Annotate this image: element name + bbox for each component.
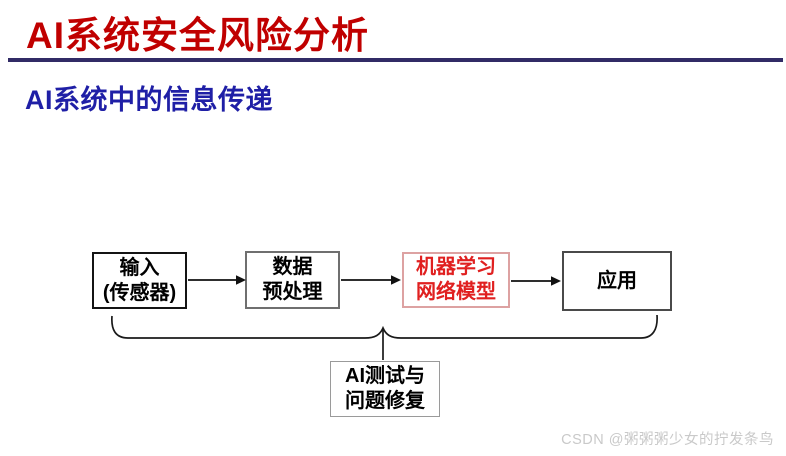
flow-box-label: 应用 (597, 269, 637, 292)
flow-box-label: 预处理 (262, 281, 323, 303)
watermark: CSDN @粥粥粥少女的拧发条鸟 (561, 432, 774, 448)
flow-arrow-2 (341, 275, 401, 285)
flow-box-application: 应用 (562, 251, 672, 311)
arrowhead-icon (391, 275, 401, 285)
flow-box-label: 网络模型 (416, 281, 496, 303)
flow-arrow-3 (511, 276, 561, 286)
arrowhead-icon (551, 276, 561, 286)
ai-test-repair-box: AI测试与 问题修复 (330, 361, 440, 417)
ai-test-repair-label: AI测试与 (345, 365, 425, 387)
flow-box-label: 输入 (119, 256, 160, 279)
flow-box-label: 数据 (272, 256, 313, 278)
flow-box-ml-network-model: 机器学习 网络模型 (402, 252, 510, 308)
flow-box-label: (传感器) (102, 281, 177, 304)
ai-test-repair-label: 问题修复 (345, 390, 425, 412)
flow-box-label: 机器学习 (416, 256, 496, 278)
title-divider (8, 58, 783, 62)
flow-box-data-preprocessing: 数据 预处理 (245, 251, 340, 309)
section-subtitle: AI系统中的信息传递 (25, 85, 273, 115)
underbrace (111, 314, 658, 360)
flow-arrow-1 (188, 275, 246, 285)
flow-box-input-sensor: 输入 (传感器) (92, 252, 187, 309)
page-title: AI系统安全风险分析 (26, 15, 369, 56)
